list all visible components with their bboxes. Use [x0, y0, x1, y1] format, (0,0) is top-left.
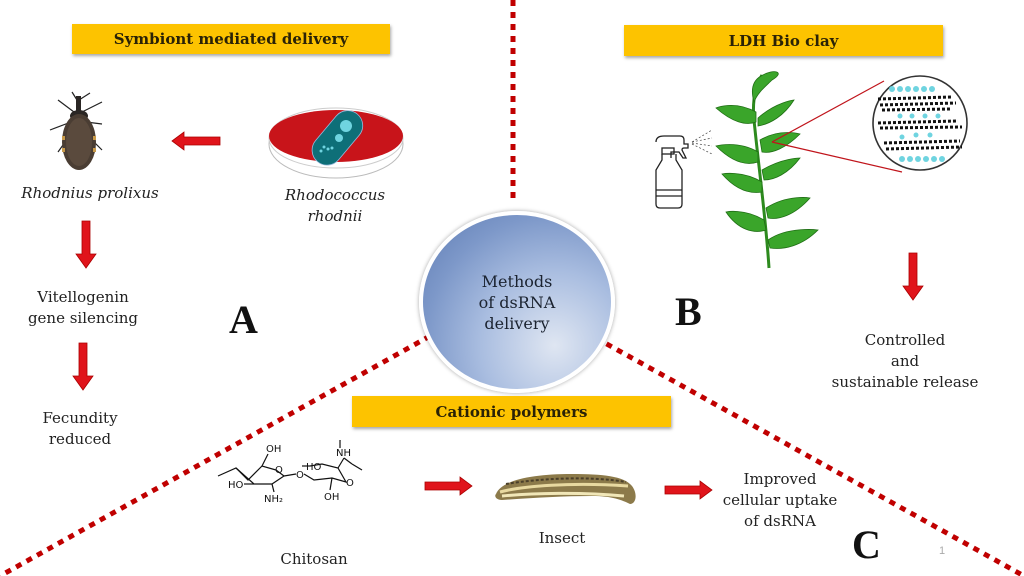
- fecundity-line-1: Fecundity: [42, 409, 118, 427]
- arrow-down-icon-a2: [72, 342, 94, 391]
- divider-right: [594, 335, 1024, 576]
- svg-text:O: O: [332, 440, 340, 443]
- center-line-1: Methods: [481, 271, 553, 291]
- svg-text:NH: NH: [336, 448, 351, 459]
- controlled-line-3: sustainable release: [831, 373, 979, 391]
- banner-symbiont-delivery: Symbiont mediated delivery: [72, 24, 390, 54]
- center-line-2: of dsRNA: [478, 292, 556, 312]
- page-number: 1: [939, 545, 946, 557]
- svg-text:OH: OH: [266, 444, 281, 455]
- svg-text:O: O: [296, 470, 304, 481]
- petri-dish-bacterium-icon: [268, 107, 404, 179]
- plant-icon: [715, 71, 819, 269]
- vitellogenin-line-1: Vitellogenin: [37, 288, 129, 306]
- vitellogenin-line-2: gene silencing: [27, 309, 139, 327]
- arrow-down-icon-b: [902, 252, 924, 301]
- vitellogenin-label: Vitellogenin gene silencing: [8, 287, 158, 329]
- center-line-3: delivery: [484, 313, 550, 333]
- center-circle: Methods of dsRNA delivery: [419, 211, 615, 393]
- uptake-line-1: Improved: [743, 470, 817, 488]
- fecundity-label: Fecundity reduced: [20, 408, 140, 450]
- banner-cationic-polymers: Cationic polymers: [352, 396, 671, 427]
- insect-label: Insect: [538, 529, 586, 547]
- chitosan-structure: OH O HO NH₂ O HO NH O OH O: [217, 440, 363, 505]
- controlled-line-1: Controlled: [864, 331, 946, 349]
- rhodococcus-line-1: Rhodococcus: [284, 186, 386, 204]
- panel-letter-b: B: [675, 289, 702, 334]
- spray-bottle-icon: [655, 129, 713, 209]
- ldh-magnifier-lines: [771, 80, 903, 173]
- banner-ldh-bio-clay: LDH Bio clay: [624, 25, 943, 56]
- svg-text:OH: OH: [324, 492, 339, 503]
- chitosan-label: Chitosan: [280, 550, 348, 568]
- svg-text:HO: HO: [306, 462, 322, 473]
- panel-letter-c: C: [852, 522, 881, 567]
- arrow-left-icon: [171, 131, 221, 151]
- caterpillar-image: [495, 474, 636, 504]
- panel-letter-a: A: [229, 297, 258, 342]
- uptake-line-3: of dsRNA: [744, 512, 816, 530]
- rhodococcus-line-2: rhodnii: [307, 207, 363, 225]
- rhodococcus-label: Rhodococcus rhodnii: [280, 185, 390, 227]
- svg-text:O: O: [346, 478, 354, 489]
- arrow-right-icon-c1: [424, 476, 473, 496]
- rhodnius-label: Rhodnius prolixus: [21, 184, 159, 202]
- fecundity-line-2: reduced: [48, 430, 112, 448]
- arrow-right-icon-c2: [664, 480, 713, 500]
- arrow-down-icon-a1: [75, 220, 97, 269]
- divider-left: [0, 333, 432, 576]
- center-title: Methods of dsRNA delivery: [479, 271, 556, 334]
- ldh-nanosheet-magnifier: [872, 75, 968, 171]
- kissing-bug-image: [49, 91, 103, 170]
- uptake-line-2: cellular uptake: [722, 491, 838, 509]
- controlled-line-2: and: [890, 352, 920, 370]
- improved-uptake-label: Improved cellular uptake of dsRNA: [710, 469, 850, 532]
- svg-text:HO: HO: [228, 480, 244, 491]
- svg-text:O: O: [275, 465, 283, 476]
- svg-text:NH₂: NH₂: [264, 494, 283, 505]
- controlled-release-label: Controlled and sustainable release: [810, 330, 1000, 393]
